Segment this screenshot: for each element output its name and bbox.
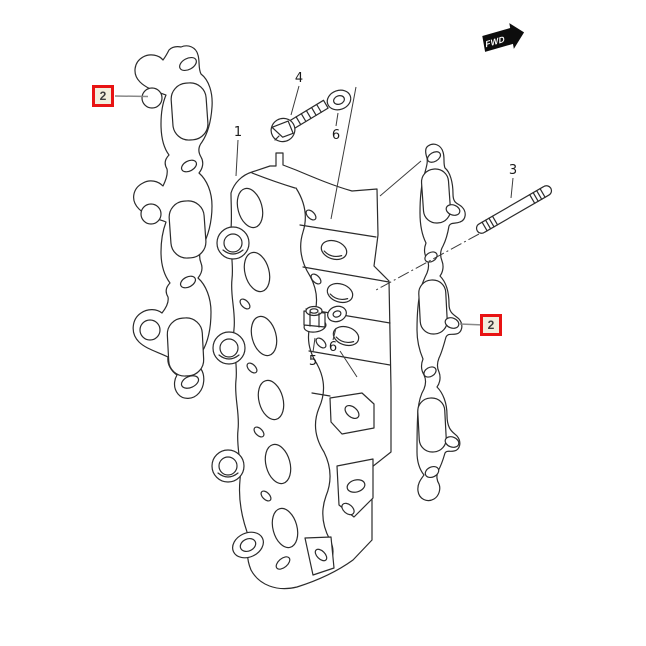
gasket-right	[416, 143, 466, 502]
part-label-1: 1	[234, 125, 242, 140]
part-label-6-middle: 6	[329, 340, 337, 355]
fwd-direction-arrow: FWD	[482, 23, 525, 52]
part-label-3: 3	[509, 163, 517, 178]
washer-6-top	[326, 89, 352, 111]
stud-bolt-3	[475, 185, 553, 234]
intake-manifold	[211, 152, 392, 590]
part-label-5: 5	[309, 354, 317, 369]
leader-lines	[114, 85, 514, 378]
highlight-callout-2-right[interactable]: 2	[480, 314, 502, 336]
highlight-callout-2-left[interactable]: 2	[92, 85, 114, 107]
part-label-4: 4	[295, 71, 303, 86]
bolt-4	[270, 99, 329, 143]
washer-6-middle	[327, 305, 347, 323]
nut-5	[303, 305, 327, 333]
gasket-left	[132, 45, 213, 399]
part-label-6-top: 6	[332, 128, 340, 143]
